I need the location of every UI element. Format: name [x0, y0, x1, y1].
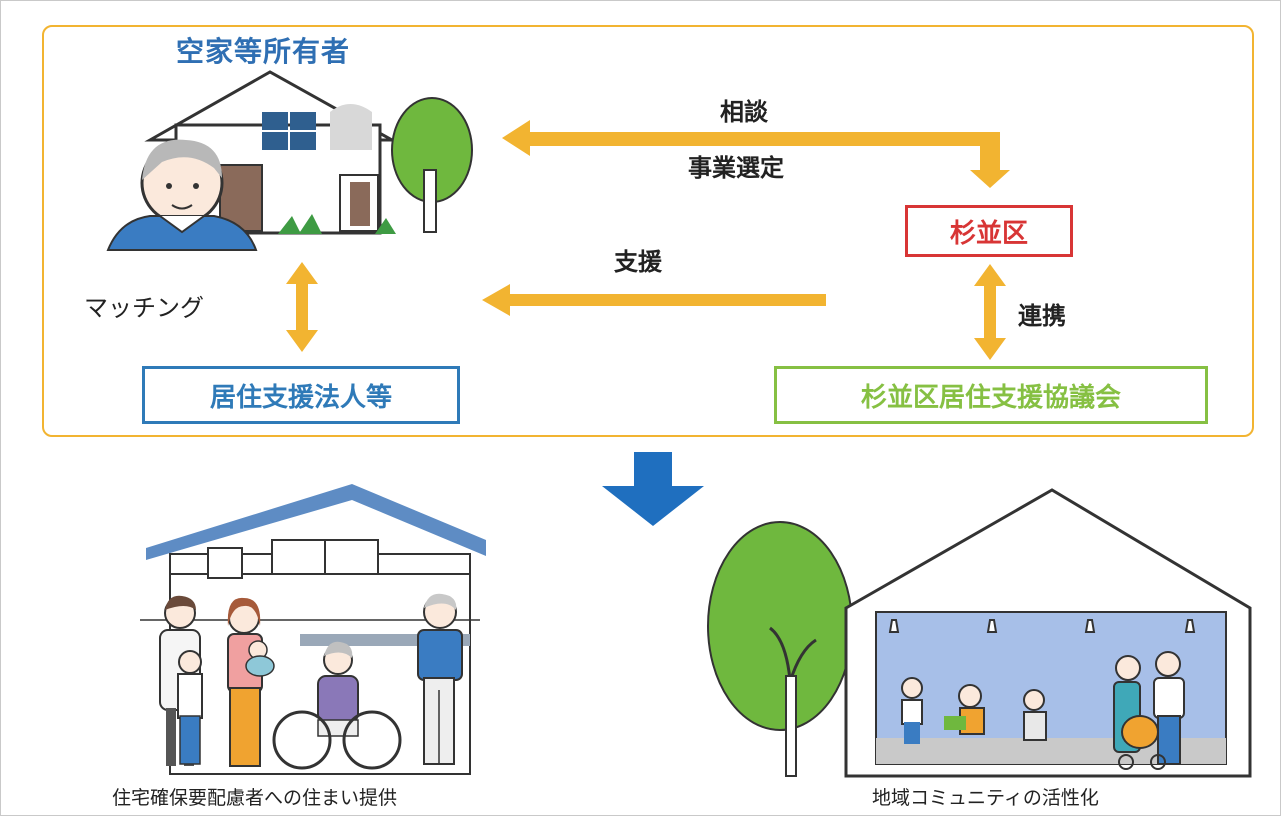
housing-outcome-caption: 住宅確保要配慮者への住まい提供: [112, 787, 398, 809]
cooperation-label: 連携: [1018, 302, 1066, 330]
result-arrow: [602, 452, 704, 526]
housing-illustration: [140, 484, 486, 775]
housing-support-corp-box: 居住支援法人等: [142, 366, 460, 424]
owner-house-illustration: [106, 70, 473, 251]
collaboration-panel: [42, 25, 1254, 437]
consult-label: 相談: [720, 98, 768, 126]
community-outcome-caption: 地域コミュニティの活性化: [872, 787, 1099, 809]
cooperation-arrow: [974, 264, 1006, 360]
support-arrow: [482, 284, 826, 316]
council-box: 杉並区居住支援協議会: [774, 366, 1208, 424]
owner-label: 空家等所有者: [176, 35, 351, 68]
matching-arrow: [286, 262, 318, 352]
project-selection-label: 事業選定: [688, 154, 784, 182]
suginami-box: 杉並区: [905, 205, 1073, 257]
matching-label: マッチング: [84, 294, 204, 322]
consult-arrow: [502, 120, 1010, 188]
support-label: 支援: [614, 248, 662, 276]
community-illustration: [707, 488, 1252, 778]
